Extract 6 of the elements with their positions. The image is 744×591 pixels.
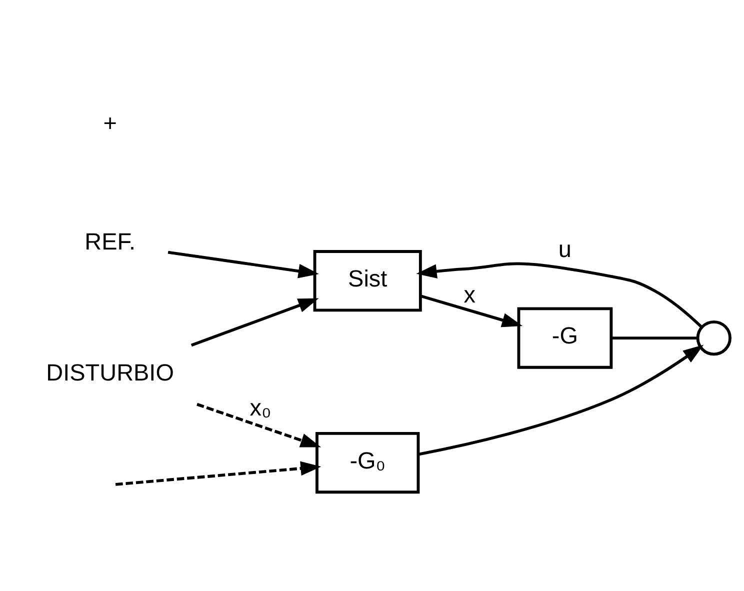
edge-label: x₀ xyxy=(250,394,272,421)
edge-label: x xyxy=(464,282,476,308)
node-text: DISTURBIO xyxy=(46,359,174,386)
edge-label: u xyxy=(558,236,572,262)
node-text: REF. xyxy=(84,228,136,255)
label: + xyxy=(103,110,117,136)
